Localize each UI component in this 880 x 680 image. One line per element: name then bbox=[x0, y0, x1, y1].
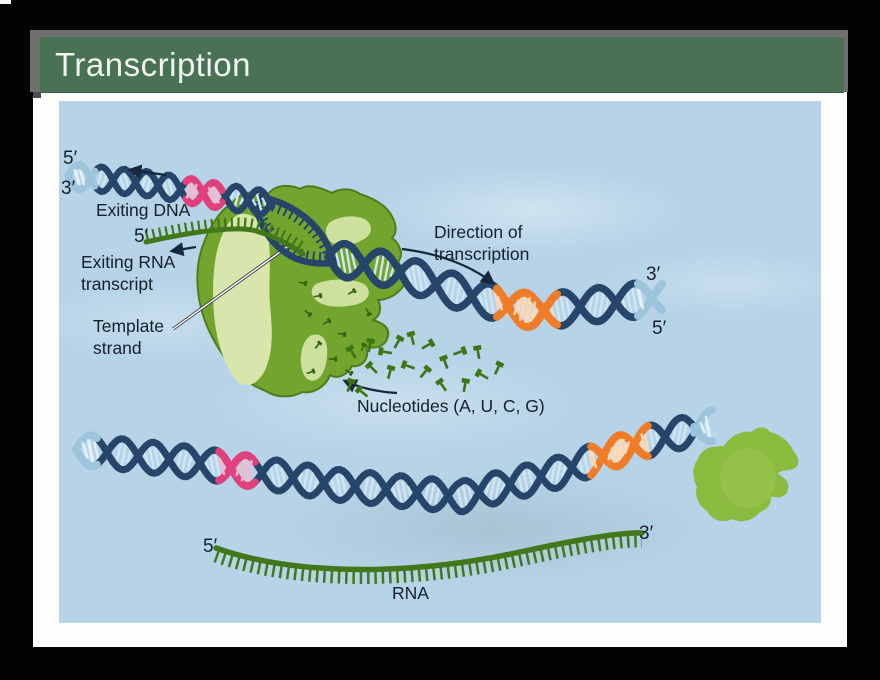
label-three-prime-top: 3′ bbox=[61, 178, 76, 199]
label-five-prime-top: 5′ bbox=[63, 148, 78, 169]
dna-helix-bottom bbox=[72, 406, 716, 516]
dna-helix-exiting bbox=[64, 161, 276, 219]
arrow-direction-of-transcription bbox=[401, 247, 496, 285]
label-direction-of-transcription: Direction of transcription bbox=[434, 222, 530, 265]
label-five-prime-rna-bottom: 5′ bbox=[203, 536, 218, 557]
label-template-strand: Template strand bbox=[93, 316, 165, 359]
arrow-nucleotides-entering bbox=[342, 379, 398, 395]
dna-helix-downstream bbox=[324, 239, 667, 332]
page-title: Transcription bbox=[55, 46, 252, 83]
rna-polymerase bbox=[196, 184, 406, 398]
label-three-prime-rna-bottom: 3′ bbox=[639, 523, 654, 544]
corner-artifact bbox=[0, 0, 11, 4]
polymerase-detached bbox=[693, 427, 799, 522]
label-rna: RNA bbox=[392, 583, 429, 603]
label-exiting-dna: Exiting DNA bbox=[96, 200, 191, 220]
label-five-prime-rna: 5′ bbox=[134, 226, 149, 247]
diagram-panel bbox=[59, 101, 821, 623]
exiting-rna-strand bbox=[143, 217, 307, 257]
label-five-prime-right: 5′ bbox=[652, 318, 667, 339]
rna-strand-bottom bbox=[213, 530, 645, 584]
label-exiting-rna-transcript: Exiting RNA transcript bbox=[81, 252, 176, 295]
nucleotides-cluster bbox=[345, 330, 505, 398]
arrow-exiting-rna-direction bbox=[169, 242, 197, 257]
template-pointer-line bbox=[172, 245, 288, 331]
label-three-prime-right: 3′ bbox=[646, 264, 661, 285]
title-bar-shadow-nub bbox=[33, 92, 41, 98]
label-nucleotides: Nucleotides (A, U, C, G) bbox=[357, 396, 545, 416]
arrow-exiting-dna-direction bbox=[127, 164, 167, 179]
title-bar: Transcription bbox=[40, 37, 844, 93]
nucleotides-inside-polymerase bbox=[298, 280, 373, 377]
